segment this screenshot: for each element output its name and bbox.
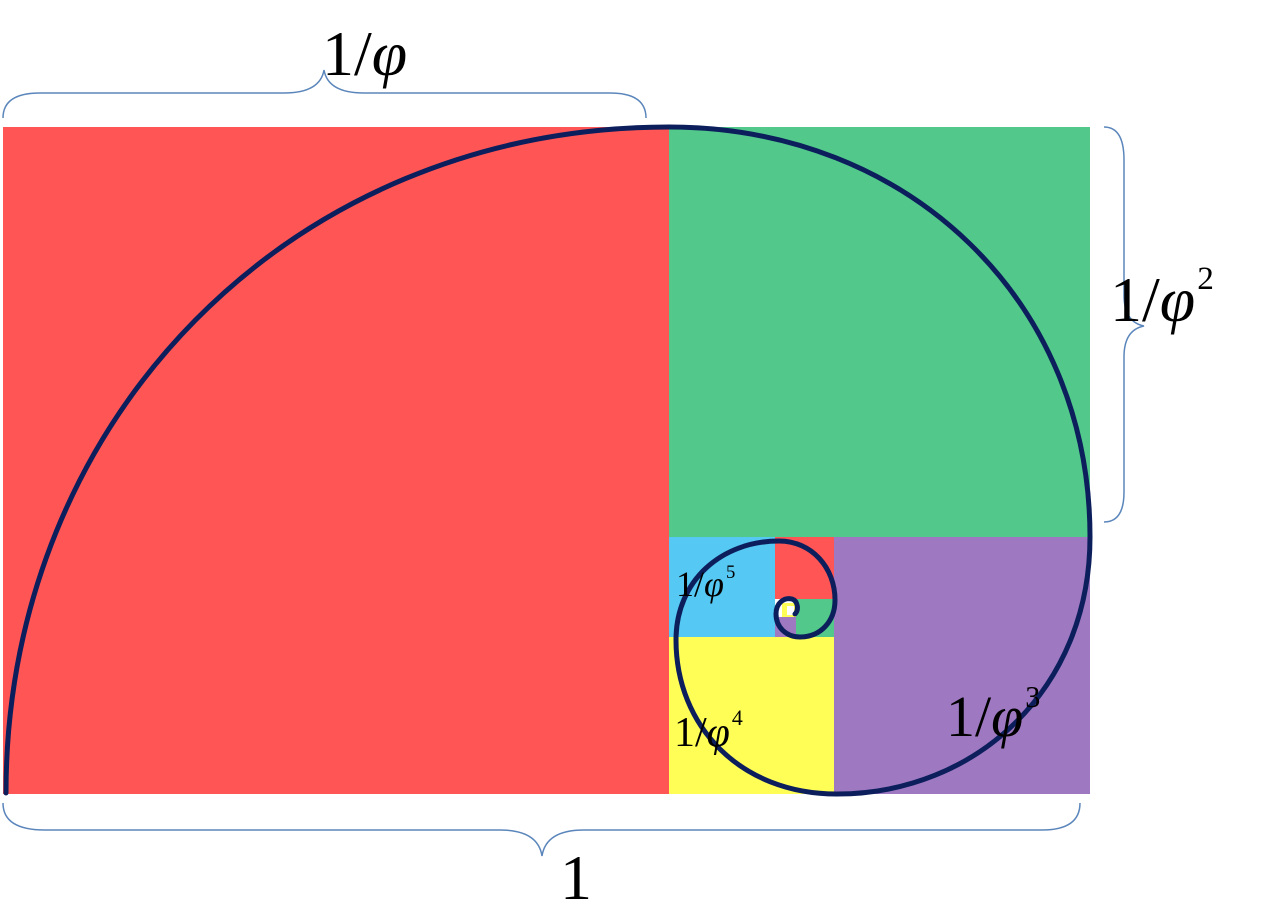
square-green-small [796, 599, 834, 637]
square-purple [834, 537, 1090, 794]
golden-spiral [3, 124, 1093, 797]
square-green [669, 127, 1090, 537]
label-bottom-one: 1 [560, 842, 592, 913]
label-purple-one-over-phi-cubed: 1/φ3 [946, 680, 1041, 749]
label-right-one-over-phi-squared: 1/φ2 [1110, 260, 1214, 335]
square-purple-small [775, 617, 796, 637]
square-white-tiny [787, 606, 794, 615]
square-red-large [3, 127, 669, 794]
bottom-brace [2, 802, 1081, 857]
top-brace [2, 69, 647, 119]
label-top-one-over-phi: 1/φ [322, 18, 408, 89]
label-yellow-one-over-phi-fourth: 1/φ4 [674, 706, 743, 756]
right-brace [1103, 126, 1145, 523]
